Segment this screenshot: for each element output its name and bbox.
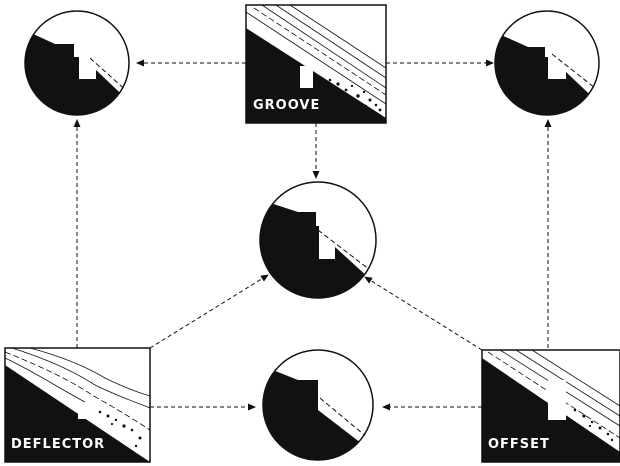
offset-label: OFFSET [488,437,550,452]
offset-sediment [573,408,614,442]
arrows [73,59,552,411]
circle-bottom-center [262,349,374,461]
circle-center [259,181,377,299]
deflector-sediment [98,410,142,448]
groove-sediment [328,78,382,112]
circle-top-left [24,10,130,116]
arrow-deflector-to-center [149,274,269,349]
groove-label: GROOVE [253,98,320,113]
offset-panel: OFFSET [481,349,620,463]
arrow-offset-to-center [364,276,483,351]
circle-top-right [494,10,600,116]
deflector-panel: DEFLECTOR [4,347,151,463]
deflector-label: DEFLECTOR [11,437,105,452]
groove-panel: GROOVE [245,4,387,124]
